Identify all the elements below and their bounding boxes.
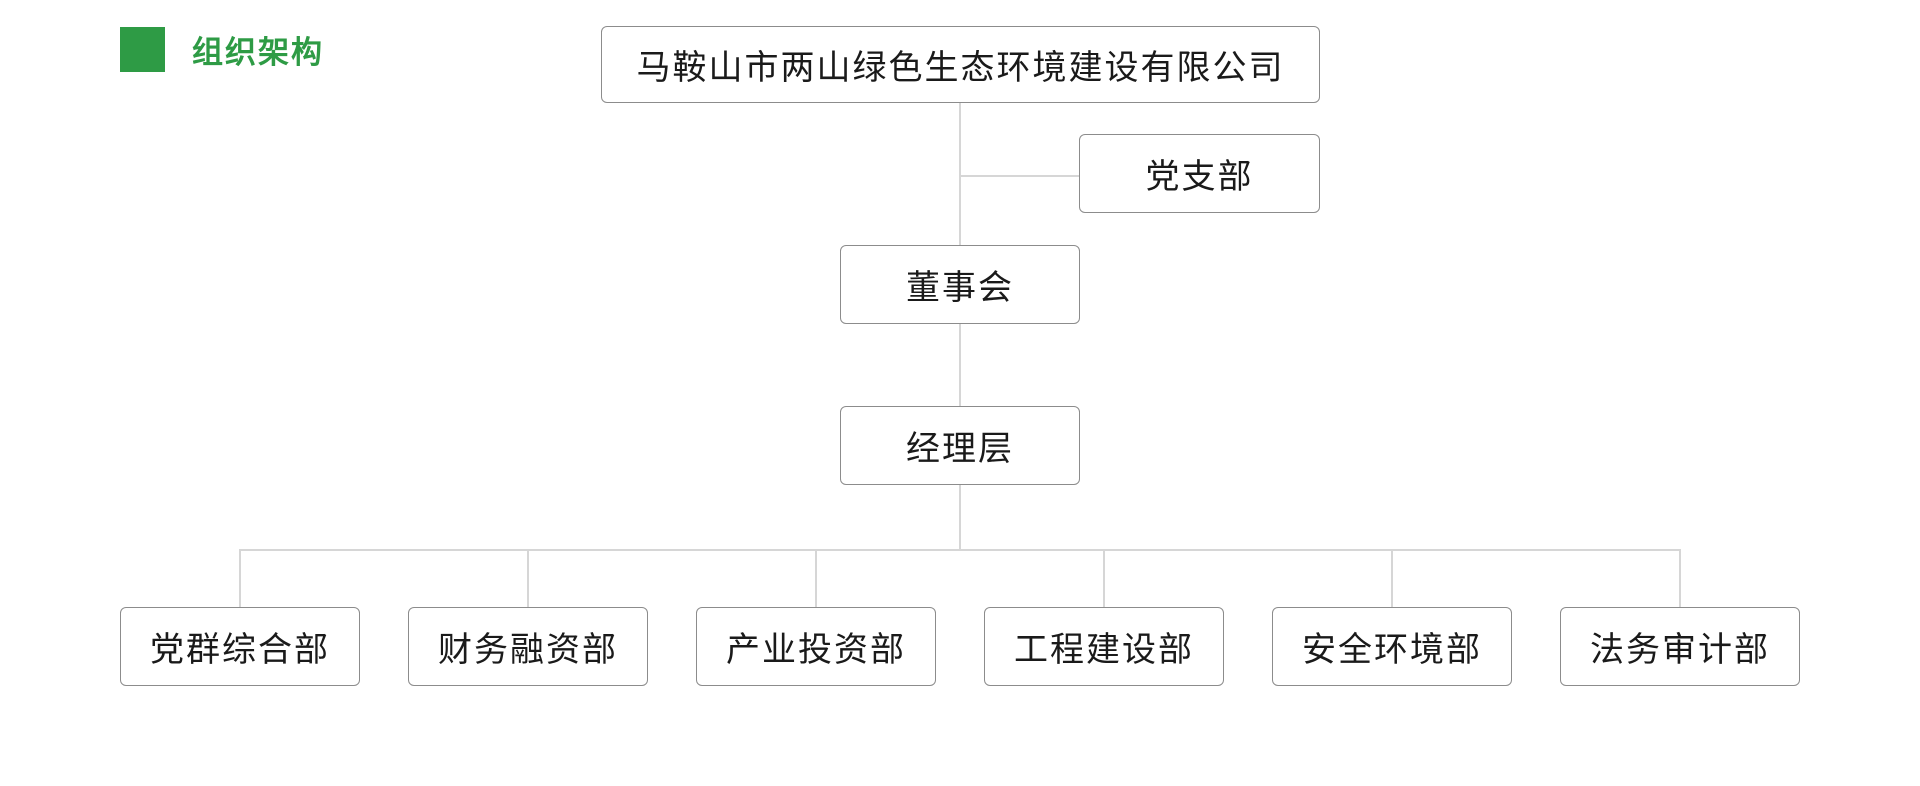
connector-drop-dept-1 [239, 549, 241, 607]
connector-drop-dept-2 [527, 549, 529, 607]
connector-drop-dept-3 [815, 549, 817, 607]
connector-board-to-management [959, 324, 961, 406]
connector-management-down [959, 485, 961, 549]
connector-party-branch [960, 175, 1080, 177]
connector-drop-dept-4 [1103, 549, 1105, 607]
section-header: 组织架构 [120, 27, 324, 72]
green-square-icon [120, 27, 165, 72]
connector-drop-dept-6 [1679, 549, 1681, 607]
org-node-department-5: 安全环境部 [1272, 607, 1512, 686]
org-node-department-4: 工程建设部 [984, 607, 1224, 686]
connector-drop-dept-5 [1391, 549, 1393, 607]
org-node-company: 马鞍山市两山绿色生态环境建设有限公司 [601, 26, 1320, 103]
connector-department-rail [239, 549, 1681, 551]
section-title: 组织架构 [192, 35, 324, 70]
org-node-department-2: 财务融资部 [408, 607, 648, 686]
org-node-department-1: 党群综合部 [120, 607, 360, 686]
org-node-management: 经理层 [840, 406, 1080, 485]
org-node-department-3: 产业投资部 [696, 607, 936, 686]
org-node-party-branch: 党支部 [1079, 134, 1320, 213]
org-node-board: 董事会 [840, 245, 1080, 324]
org-node-department-6: 法务审计部 [1560, 607, 1800, 686]
connector-root-to-board [959, 103, 961, 245]
